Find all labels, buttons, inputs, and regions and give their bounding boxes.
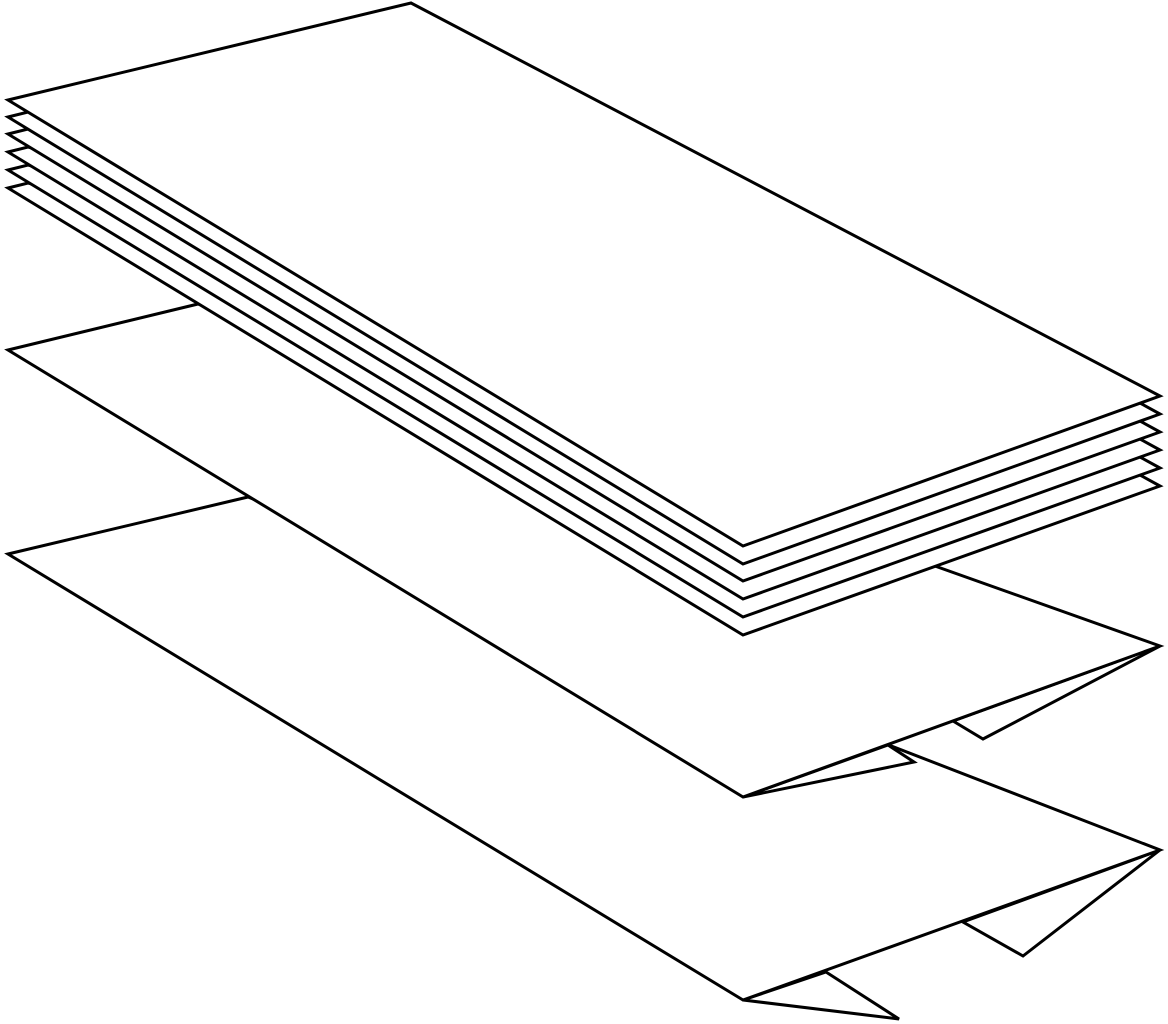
- sheet-stack: [4, 1, 1164, 637]
- bottom-sheet-group: [4, 495, 1165, 1021]
- middle-sheet-group: [4, 302, 1165, 799]
- stack-top-sheet: [4, 1, 1164, 548]
- bottom-sheet: [4, 495, 1165, 1002]
- middle-sheet: [4, 302, 1165, 799]
